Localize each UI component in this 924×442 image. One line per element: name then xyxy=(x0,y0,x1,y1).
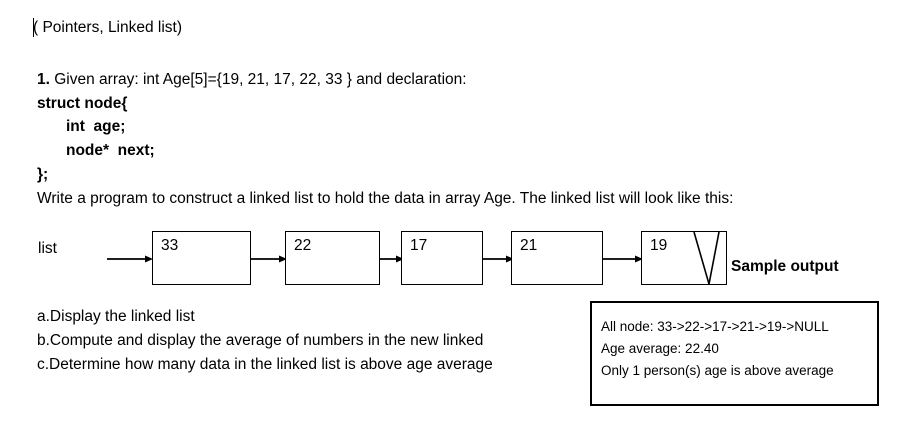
task-item-a: a.Display the linked list xyxy=(37,308,195,325)
node-link-arrow-4 xyxy=(603,254,643,264)
node-link-arrow-1 xyxy=(251,254,287,264)
node-box-4: 21 xyxy=(511,231,603,285)
list-pointer-label: list xyxy=(38,240,57,257)
node-value-4: 21 xyxy=(520,237,538,254)
sample-output-box: All node: 33->22->17->21->19->NULL Age a… xyxy=(590,301,879,406)
sample-output-content: All node: 33->22->17->21->19->NULL Age a… xyxy=(601,316,834,382)
node-value-5: 19 xyxy=(650,237,668,254)
node-box-1: 33 xyxy=(152,231,251,285)
node-value-3: 17 xyxy=(410,237,428,254)
struct-decl-line-3: node* next; xyxy=(66,142,155,159)
node-link-arrow-2 xyxy=(380,254,404,264)
sample-output-line-1: All node: 33->22->17->21->19->NULL xyxy=(601,319,829,334)
node-value-1: 33 xyxy=(161,237,179,254)
page-title: ( Pointers, Linked list) xyxy=(33,19,183,36)
node-box-3: 17 xyxy=(401,231,483,285)
linked-list-diagram: list 33 22 xyxy=(0,218,924,298)
sample-output-label: Sample output xyxy=(731,258,839,275)
head-pointer-arrow xyxy=(107,254,153,264)
struct-decl-line-2: int age; xyxy=(66,118,126,135)
node-box-5: 19 xyxy=(641,231,727,285)
question-line: 1. Given array: int Age[5]={19, 21, 17, … xyxy=(37,72,467,88)
task-list: a.Display the linked list b.Compute and … xyxy=(37,305,493,377)
task-item-b: b.Compute and display the average of num… xyxy=(37,332,484,349)
node-box-2: 22 xyxy=(285,231,380,285)
sample-output-line-2: Age average: 22.40 xyxy=(601,341,719,356)
node-value-2: 22 xyxy=(294,237,312,254)
instruction-line: Write a program to construct a linked li… xyxy=(37,190,734,207)
text-cursor-caret xyxy=(33,18,34,37)
node-link-arrow-3 xyxy=(483,254,514,264)
question-number: 1. xyxy=(37,71,50,88)
task-item-c: c.Determine how many data in the linked … xyxy=(37,356,493,373)
null-terminator-icon xyxy=(690,232,724,284)
question-text: Given array: int Age[5]={19, 21, 17, 22,… xyxy=(49,71,467,88)
struct-decl-line-4: }; xyxy=(37,166,49,183)
struct-decl-line-1: struct node{ xyxy=(37,95,128,112)
sample-output-line-3: Only 1 person(s) age is above average xyxy=(601,363,834,378)
